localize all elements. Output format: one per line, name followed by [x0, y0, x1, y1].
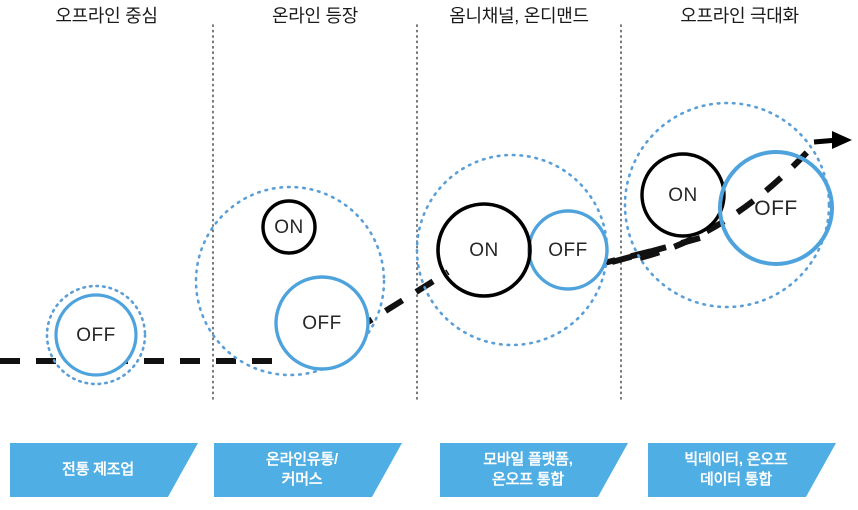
circle-label-p3-on: ON — [469, 240, 499, 261]
circle-label-p4-on: ON — [668, 185, 698, 206]
banner-2[interactable]: 온라인유통/ 커머스 — [214, 443, 402, 497]
trend-line — [0, 144, 815, 364]
dotted-ring-4 — [623, 101, 831, 309]
banner-3[interactable]: 모바일 플랫폼, 온오프 통합 — [440, 443, 628, 497]
circle-p3-on[interactable] — [436, 202, 532, 298]
circle-p2-off[interactable] — [274, 275, 370, 371]
banner-3-line-1: 모바일 플랫폼, — [483, 450, 573, 468]
circle-label-p3-off: OFF — [548, 240, 588, 261]
banner-2-line-2: 커머스 — [281, 471, 323, 488]
circle-p4-off[interactable] — [718, 150, 834, 266]
circle-label-p1-off: OFF — [76, 325, 116, 346]
circle-p2-on[interactable] — [261, 199, 317, 255]
banner-2-line-1: 온라인유통/ — [266, 450, 338, 468]
banner-4-line-2: 데이터 통합 — [700, 471, 772, 488]
banner-4[interactable]: 빅데이터, 온오프 데이터 통합 — [648, 443, 836, 497]
circle-p1-off[interactable] — [54, 293, 138, 377]
circle-label-p2-off: OFF — [302, 313, 342, 334]
phase-title-4: 오프라인 극대화 — [680, 6, 799, 26]
phase-title-2: 온라인 등장 — [271, 6, 358, 26]
phase-title-1: 오프라인 중심 — [55, 6, 158, 26]
dotted-ring-2 — [194, 185, 386, 377]
banner-1[interactable]: 전통 제조업 — [10, 443, 198, 497]
banner-3-line-2: 온오프 통합 — [492, 471, 564, 488]
circle-p4-on[interactable] — [640, 152, 726, 238]
trend-arrowhead-icon — [813, 131, 852, 149]
circle-label-p2-on: ON — [274, 217, 304, 238]
phase-title-3: 옴니채널, 온디맨드 — [449, 6, 589, 26]
dotted-ring-1 — [45, 284, 147, 386]
banner-1-line-1: 전통 제조업 — [62, 460, 134, 478]
circle-label-p4-off: OFF — [754, 197, 798, 220]
banner-4-line-1: 빅데이터, 온오프 — [684, 450, 788, 468]
